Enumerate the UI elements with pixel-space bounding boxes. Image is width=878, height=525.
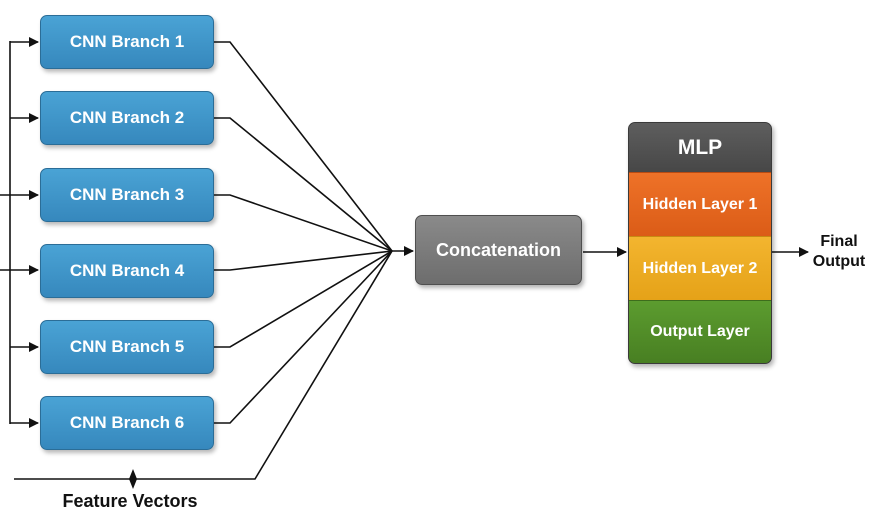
hidden-layer-1-label: Hidden Layer 1 <box>642 195 758 213</box>
feature-vectors-label: Feature Vectors <box>62 491 198 511</box>
branch-6-connector <box>214 250 393 424</box>
output-layer: Output Layer <box>629 300 771 363</box>
cnn-branch-3-label: CNN Branch 3 <box>69 185 185 204</box>
cnn-branch-1-label: CNN Branch 1 <box>69 32 185 51</box>
cnn-branch-1: CNN Branch 1 <box>40 15 214 69</box>
cnn-branch-5-label: CNN Branch 5 <box>69 337 185 356</box>
mlp-block: MLP Hidden Layer 1 Hidden Layer 2 Output… <box>628 122 772 364</box>
hidden-layer-2-label: Hidden Layer 2 <box>642 259 758 277</box>
cnn-branch-2-label: CNN Branch 2 <box>69 108 185 127</box>
hidden-layer-1: Hidden Layer 1 <box>629 172 771 236</box>
cnn-branch-3: CNN Branch 3 <box>40 168 214 222</box>
cnn-branch-4-label: CNN Branch 4 <box>69 261 185 280</box>
output-layer-label: Output Layer <box>650 323 750 340</box>
hidden-layer-2: Hidden Layer 2 <box>629 236 771 300</box>
mlp-title: MLP <box>629 123 771 172</box>
cnn-branch-2: CNN Branch 2 <box>40 91 214 145</box>
cnn-branch-6-label: CNN Branch 6 <box>69 413 185 432</box>
feature-vector-diamond <box>129 469 137 489</box>
branch-4-connector <box>214 250 393 271</box>
mlp-title-text: MLP <box>677 135 723 159</box>
branch-3-connector <box>214 194 393 252</box>
cnn-branch-4: CNN Branch 4 <box>40 244 214 298</box>
concatenation-box: Concatenation <box>415 215 582 285</box>
final-output-label: Final Output <box>803 232 875 272</box>
branch-1-connector <box>214 41 393 252</box>
feature-vector-connector <box>14 250 393 480</box>
branch-5-connector <box>214 250 393 348</box>
cnn-branch-5: CNN Branch 5 <box>40 320 214 374</box>
final-output-line-1: Final <box>820 233 858 250</box>
concatenation-label: Concatenation <box>435 239 561 260</box>
final-output-line-2: Output <box>812 253 866 270</box>
branch-2-connector <box>214 117 393 252</box>
cnn-branch-6: CNN Branch 6 <box>40 396 214 450</box>
